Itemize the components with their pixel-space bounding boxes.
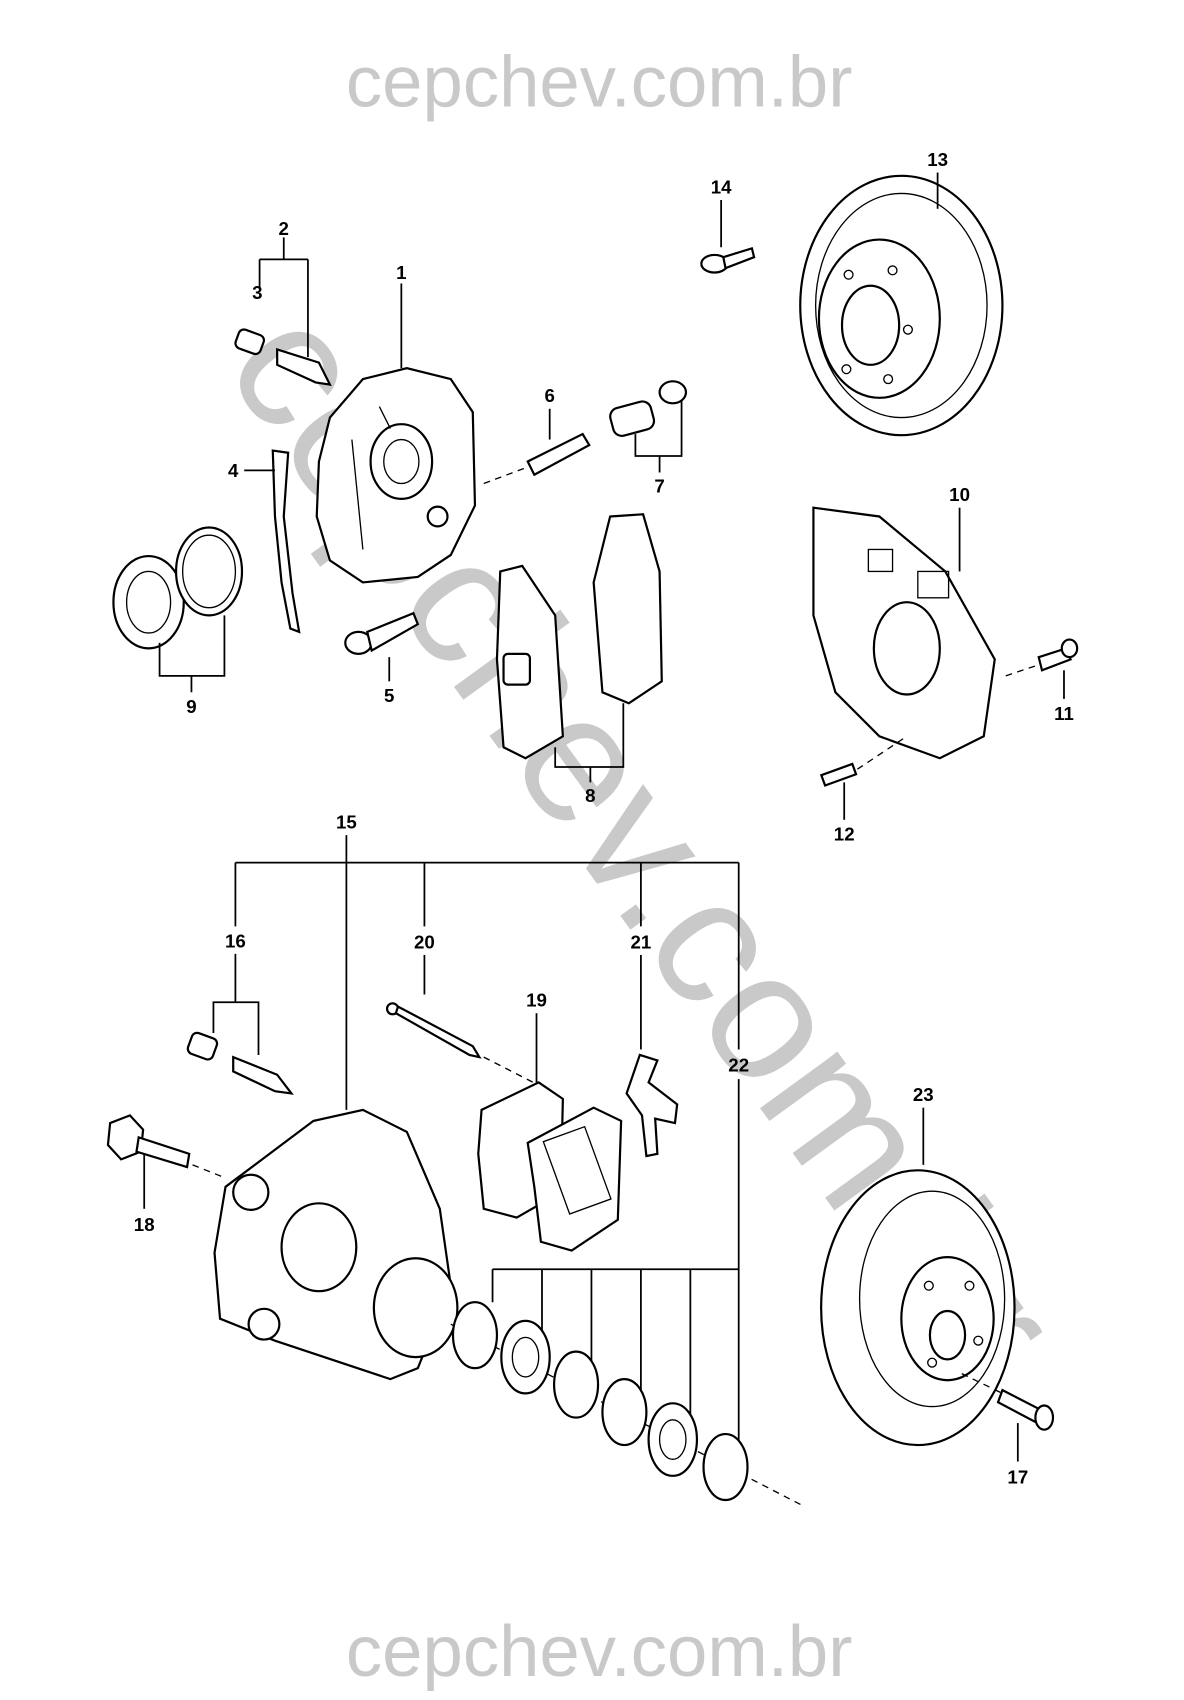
callout-21: 21	[631, 931, 652, 952]
guide-bolt	[344, 611, 420, 655]
callout-6: 6	[544, 385, 554, 406]
front-brake-pads	[495, 513, 663, 760]
watermark-bottom: cepchev.com.br	[346, 1611, 852, 1692]
callout-13: 13	[927, 149, 948, 170]
callout-15: 15	[336, 812, 357, 833]
caliper-bolt	[106, 1114, 226, 1179]
disc-screw	[700, 246, 756, 274]
wheel-stud	[961, 1373, 1055, 1431]
callout-14: 14	[711, 176, 732, 197]
callout-17: 17	[1007, 1467, 1028, 1488]
pad-retaining-pin	[385, 1002, 534, 1084]
bleeder-valve-front	[234, 328, 332, 387]
callout-12: 12	[834, 824, 855, 845]
callout-16: 16	[225, 930, 246, 951]
callout-22: 22	[728, 1054, 749, 1075]
anti-rattle-spring	[625, 1053, 679, 1158]
callout-5: 5	[384, 685, 394, 706]
brake-disc-ventilated	[799, 174, 1004, 437]
callout-20: 20	[414, 931, 435, 952]
rear-caliper	[213, 1108, 459, 1381]
callout-9: 9	[186, 696, 196, 717]
retaining-spring	[271, 449, 301, 634]
shield-bolt	[1005, 638, 1079, 677]
splash-shield	[812, 506, 996, 760]
bleeder-valve-rear	[186, 1031, 294, 1095]
guide-pin-and-bushing	[483, 380, 688, 485]
callout-7: 7	[654, 475, 664, 496]
callout-11: 11	[1054, 703, 1074, 724]
callout-3: 3	[252, 282, 262, 303]
callout-18: 18	[134, 1214, 155, 1235]
callout-2: 2	[279, 218, 289, 239]
rear-seal-kit	[450, 1301, 803, 1507]
rear-brake-disc	[820, 1169, 1016, 1447]
callout-1: 1	[396, 262, 406, 283]
callout-4: 4	[228, 460, 239, 481]
shield-stud	[819, 735, 908, 787]
piston-seal-kit	[112, 526, 244, 650]
watermark-top: cepchev.com.br	[346, 42, 852, 123]
callout-8: 8	[585, 785, 595, 806]
callout-10: 10	[949, 484, 970, 505]
callout-23: 23	[913, 1084, 934, 1105]
front-caliper	[315, 366, 477, 584]
rear-brake-pads	[477, 1081, 623, 1252]
callout-19: 19	[526, 990, 547, 1011]
